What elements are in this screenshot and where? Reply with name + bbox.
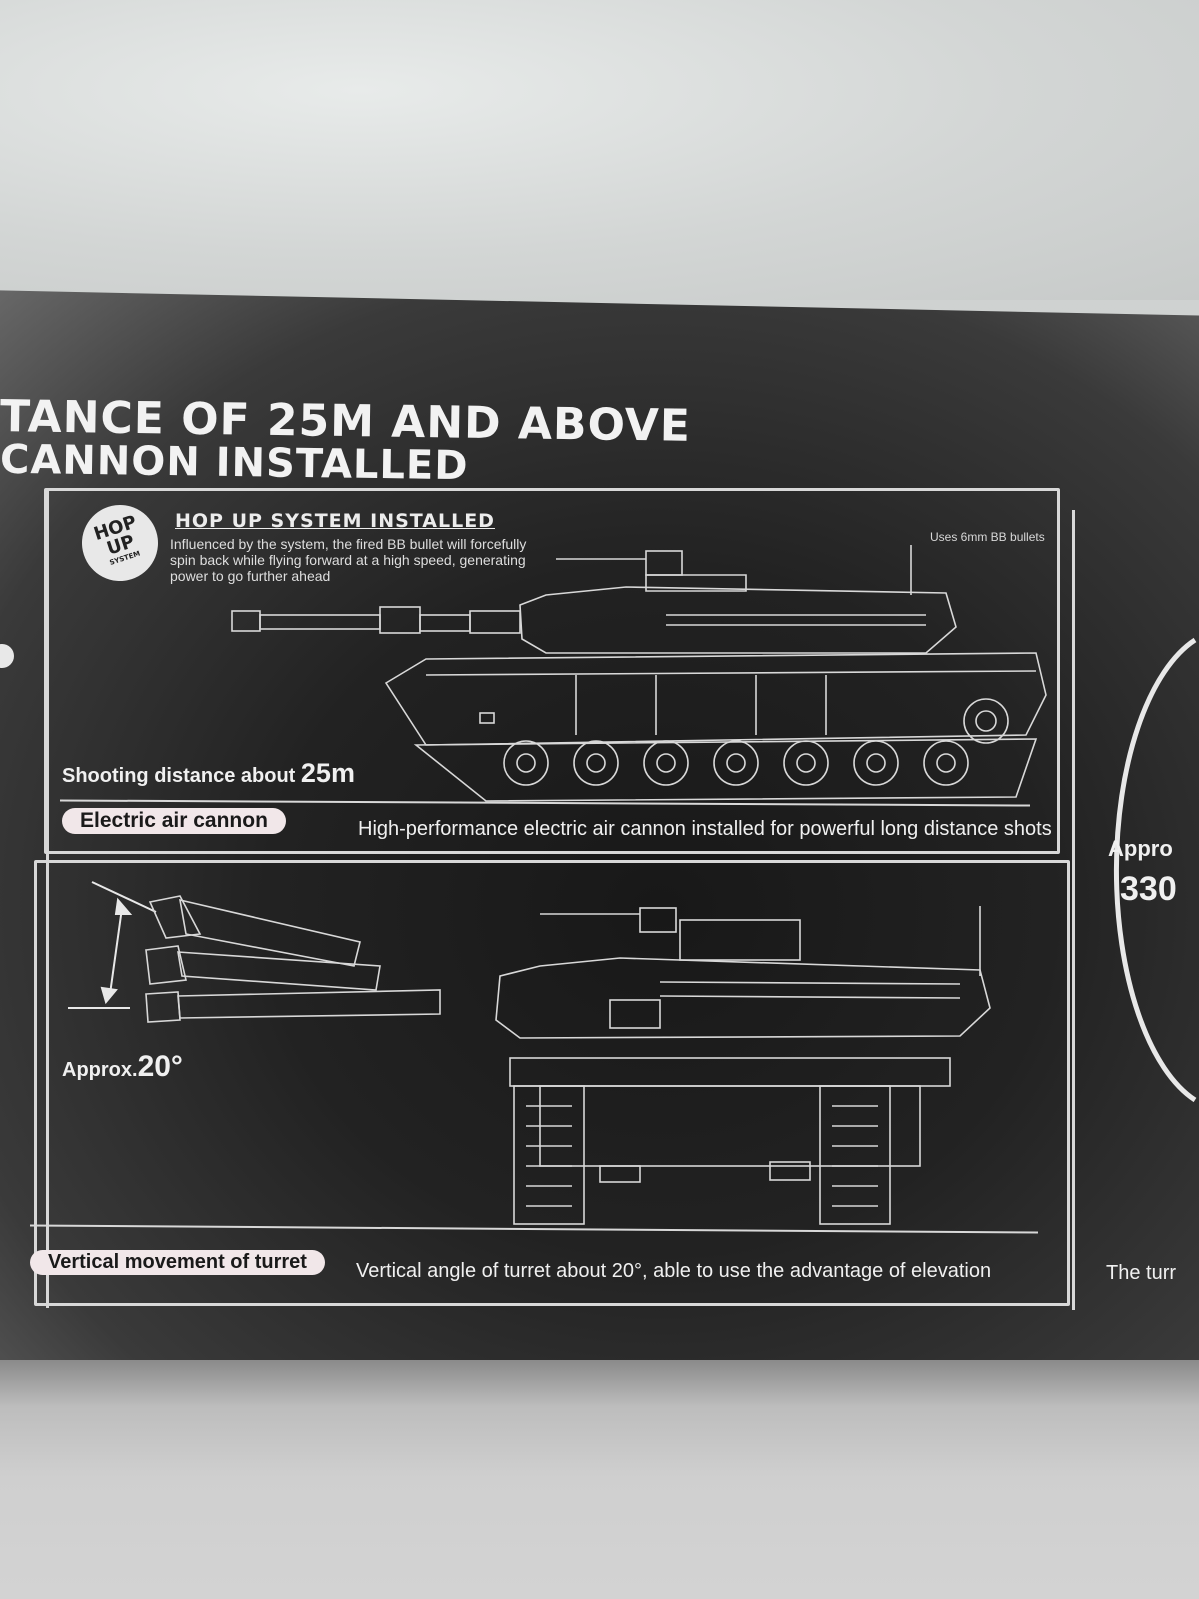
right-approx-label: Appro <box>1108 836 1173 861</box>
shooting-distance: Shooting distance about 25m <box>62 758 355 789</box>
box-top-surface <box>0 0 1199 300</box>
turret-angle-label: Approx.20° <box>62 1050 183 1084</box>
left-cropped-panel <box>0 488 49 1308</box>
elevation-arrow-icon <box>68 881 157 1009</box>
turret-description: Vertical angle of turret about 20°, able… <box>356 1260 992 1282</box>
box-bottom-surface <box>0 1360 1199 1599</box>
hop-up-title: HOP UP SYSTEM INSTALLED <box>175 510 495 532</box>
bb-bullet-note: Uses 6mm BB bullets <box>930 530 1045 544</box>
circle-outline-icon <box>1113 637 1197 1103</box>
left-dot-icon <box>0 644 14 668</box>
shooting-value: 25m <box>300 758 355 788</box>
bottom-feature-frame <box>34 860 1070 1306</box>
right-number: 330 <box>1120 870 1177 908</box>
right-cropped-panel <box>1072 510 1199 1310</box>
tank-elevation-view-icon <box>145 895 991 1225</box>
right-turret-text: The turr <box>1106 1262 1177 1284</box>
cannon-description: High-performance electric air cannon ins… <box>358 818 1052 840</box>
hop-up-description: Influenced by the system, the fired BB b… <box>170 536 527 584</box>
shooting-label: Shooting distance about <box>62 765 296 787</box>
turret-angle-value: 20° <box>137 1050 183 1083</box>
turret-angle-prefix: Approx. <box>62 1059 138 1081</box>
top-feature-frame <box>44 488 1060 854</box>
tank-side-view-icon <box>231 545 1047 802</box>
turret-pill: Vertical movement of turret <box>30 1250 325 1275</box>
headline-line-2: CANNON INSTALLED <box>0 436 469 490</box>
cannon-pill: Electric air cannon <box>62 808 286 834</box>
